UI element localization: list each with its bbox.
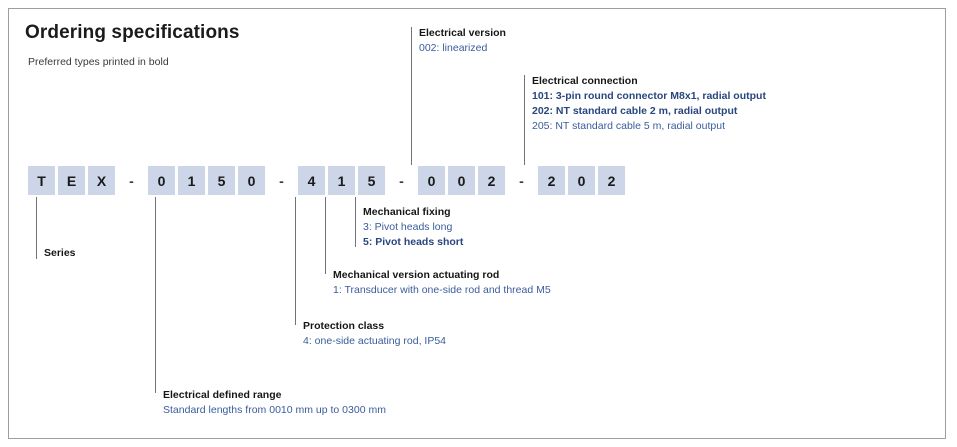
code-separator: - [129, 172, 134, 189]
code-cell[interactable]: 2 [598, 166, 625, 195]
page-title: Ordering specifications [25, 22, 240, 43]
code-separator: - [519, 172, 524, 189]
callout-mechanical-fixing: Mechanical fixing 3: Pivot heads long 5:… [363, 205, 463, 250]
leader-line-series [36, 197, 37, 259]
page-subtitle: Preferred types printed in bold [28, 56, 169, 68]
callout-option: 3: Pivot heads long [363, 221, 453, 233]
code-cell[interactable]: T [28, 166, 55, 195]
leader-line-mechanical-fixing [355, 197, 356, 247]
part-number-code-row: T E X - 0 1 5 0 - 4 1 5 - 0 0 2 - 2 0 2 [28, 166, 628, 195]
code-cell[interactable]: 1 [328, 166, 355, 195]
code-cell[interactable]: 0 [148, 166, 175, 195]
callout-title: Mechanical version actuating rod [333, 269, 500, 281]
code-separator: - [279, 172, 284, 189]
page-frame-border [8, 8, 946, 439]
callout-electrical-connection: Electrical connection 101: 3-pin round c… [532, 74, 766, 134]
code-cell[interactable]: E [58, 166, 85, 195]
callout-mechanical-version-actuating-rod: Mechanical version actuating rod 1: Tran… [333, 268, 551, 298]
leader-line-electrical-version [411, 27, 412, 165]
callout-option: 101: 3-pin round connector M8x1, radial … [532, 90, 766, 102]
leader-line-protection-class [295, 197, 296, 325]
callout-option: 5: Pivot heads short [363, 236, 464, 248]
code-cell[interactable]: 2 [478, 166, 505, 195]
callout-protection-class: Protection class 4: one-side actuating r… [303, 319, 446, 349]
callout-electrical-version: Electrical version 002: linearized [419, 26, 506, 56]
code-cell[interactable]: 5 [208, 166, 235, 195]
callout-title: Protection class [303, 320, 385, 332]
code-cell[interactable]: X [88, 166, 115, 195]
callout-option: Standard lengths from 0010 mm up to 0300… [163, 404, 386, 416]
code-cell[interactable]: 0 [568, 166, 595, 195]
leader-line-electrical-defined-range [155, 197, 156, 393]
callout-electrical-defined-range: Electrical defined range Standard length… [163, 388, 386, 418]
callout-option: 202: NT standard cable 2 m, radial outpu… [532, 105, 738, 117]
callout-title: Electrical defined range [163, 389, 282, 401]
callout-option: 4: one-side actuating rod, IP54 [303, 335, 447, 347]
code-cell[interactable]: 5 [358, 166, 385, 195]
callout-option: 1: Transducer with one-side rod and thre… [333, 284, 551, 296]
code-cell[interactable]: 0 [418, 166, 445, 195]
callout-title: Series [44, 247, 76, 259]
code-cell[interactable]: 0 [448, 166, 475, 195]
code-cell[interactable]: 0 [238, 166, 265, 195]
callout-series: Series [44, 246, 76, 261]
callout-title: Electrical version [419, 27, 506, 39]
callout-title: Mechanical fixing [363, 206, 451, 218]
callout-option: 002: linearized [419, 42, 488, 54]
code-separator: - [399, 172, 404, 189]
callout-title: Electrical connection [532, 75, 638, 87]
callout-option: 205: NT standard cable 5 m, radial outpu… [532, 120, 726, 132]
code-cell[interactable]: 4 [298, 166, 325, 195]
code-cell[interactable]: 2 [538, 166, 565, 195]
code-cell[interactable]: 1 [178, 166, 205, 195]
leader-line-mechanical-version-actuating-rod [325, 197, 326, 274]
leader-line-electrical-connection [524, 75, 525, 165]
